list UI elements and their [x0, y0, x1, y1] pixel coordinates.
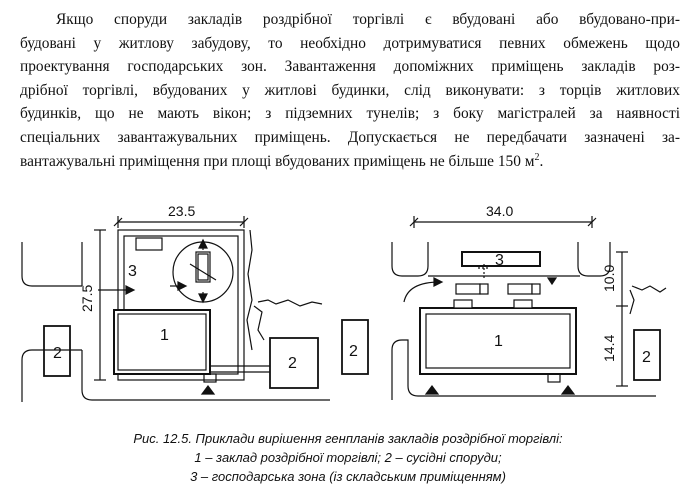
right-neighbor-west-label: 2 [349, 343, 358, 360]
paragraph-line-4: дрібної торгівлі, вбудованих у житлові б… [20, 81, 680, 99]
right-site-plan [341, 216, 667, 400]
right-upper-dimension-label: 10.0 [601, 265, 617, 292]
left-road-curb-upper-left [21, 242, 82, 287]
right-lower-dimension-label: 14.4 [601, 335, 617, 362]
paragraph-line-7-end: . [539, 152, 544, 170]
left-road-curb-lower-left [21, 349, 82, 402]
figure-caption-line-3: 3 – господарська зона (із складським при… [190, 469, 506, 484]
left-width-label: 23.5 [168, 203, 195, 219]
left-service-zone-label: 3 [128, 263, 137, 280]
paragraph-line-1: Якщо споруди закладів роздрібної торгівл… [56, 11, 680, 28]
paragraph-line-5: будинків, що не мають вікон; з підземних… [20, 105, 680, 123]
right-road-curb-right [577, 242, 611, 277]
left-height-label: 27.5 [79, 285, 95, 312]
paragraph-line-7-text: вантажувальні приміщення при площі вбудо… [20, 152, 535, 170]
left-neighbor-building-west [43, 325, 71, 377]
right-store-label: 1 [494, 333, 503, 350]
right-service-zone-label: 3 [495, 252, 504, 269]
right-neighbor-east-label: 2 [642, 349, 651, 366]
right-service-zone-building [461, 251, 541, 267]
left-neighbor-west-label: 2 [53, 345, 62, 362]
right-entrance-triangle-left [424, 385, 440, 395]
body-paragraph: Якщо споруди закладів роздрібної торгівл… [20, 8, 680, 173]
right-road-curb-left [391, 242, 429, 277]
left-site-plan [21, 216, 330, 402]
left-site-boundary [117, 229, 245, 381]
right-width-label: 34.0 [486, 203, 513, 219]
paragraph-line-3: проектування господарських зон. Завантаж… [20, 58, 680, 76]
right-neighbor-building-west [341, 319, 369, 375]
left-store-building [113, 309, 211, 375]
left-neighbor-building-east [269, 337, 319, 389]
left-neighbor-east-label: 2 [288, 355, 297, 372]
left-entrance-triangle [200, 385, 216, 395]
figure-caption-line-2: 1 – заклад роздрібної торгівлі; 2 – сусі… [194, 450, 502, 465]
paragraph-line-6: спеціальних завантажувальних приміщень. … [20, 128, 680, 146]
right-entrance-triangle-right [560, 385, 576, 395]
paragraph-line-2: будовані у житлову забудову, то необхідн… [20, 34, 680, 52]
right-store-building [419, 307, 577, 375]
paragraph-line-7: вантажувальні приміщення при площі вбудо… [20, 150, 680, 174]
site-plans-figure: 23.5 27.5 3 1 2 2 34.0 10.0 14.4 3 1 2 2 [21, 203, 667, 402]
right-neighbor-building-east [633, 329, 661, 381]
left-service-zone-building [135, 237, 163, 251]
area-unit-superscript: 2 [534, 151, 540, 163]
figure-caption-line-1: Рис. 12.5. Приклади вирішення генпланів … [133, 431, 563, 446]
left-store-label: 1 [160, 327, 169, 344]
